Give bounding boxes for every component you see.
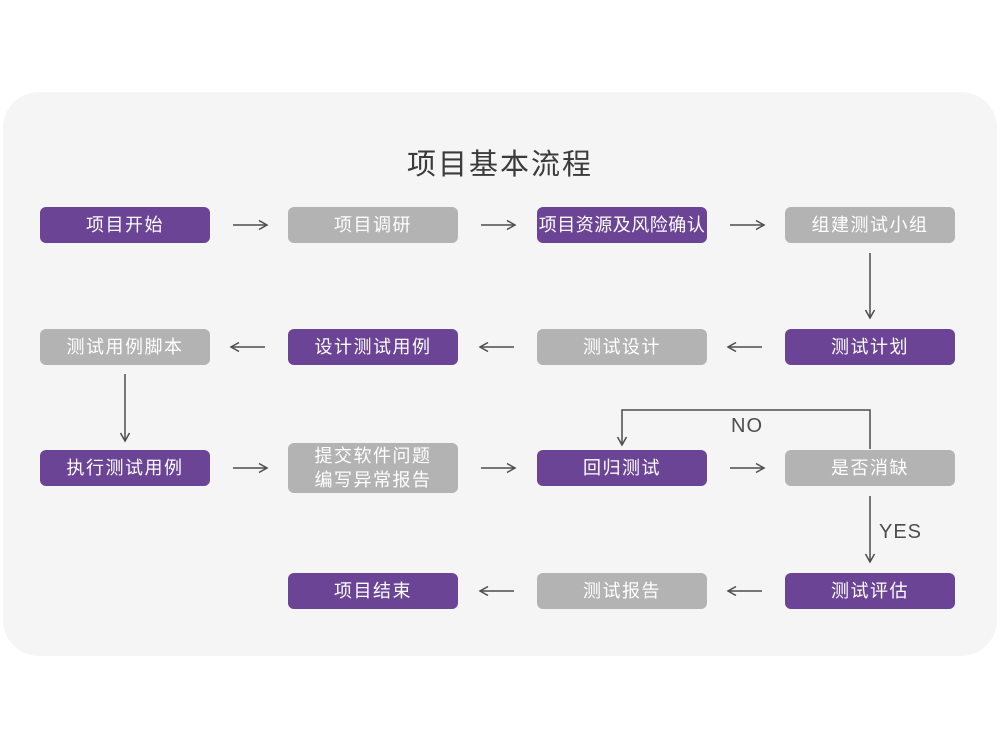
flow-node-project-end: 项目结束 [288,573,458,609]
node-label: 项目开始 [86,215,164,235]
flowchart-card [3,92,997,656]
flow-node-build-team: 组建测试小组 [785,207,955,243]
node-label: 项目资源及风险确认 [538,215,706,235]
node-label: 项目调研 [334,215,412,235]
flow-node-execute-cases: 执行测试用例 [40,450,210,486]
branch-label-no: NO [731,415,763,437]
node-label: 提交软件问题 [314,446,432,466]
flow-node-project-start: 项目开始 [40,207,210,243]
flow-node-submit-issues: 提交软件问题 编写异常报告 [288,443,458,493]
node-label: 组建测试小组 [811,215,929,235]
flow-node-test-evaluate: 测试评估 [785,573,955,609]
flow-node-design-cases: 设计测试用例 [288,329,458,365]
flow-node-test-plan: 测试计划 [785,329,955,365]
flow-node-case-script: 测试用例脚本 [40,329,210,365]
flow-node-regression-test: 回归测试 [537,450,707,486]
node-label: 测试评估 [831,581,909,601]
node-label: 回归测试 [583,458,661,478]
node-label: 测试设计 [583,337,661,357]
branch-label-yes: YES [879,521,923,543]
flow-node-defect-cleared: 是否消缺 [785,450,955,486]
flow-node-test-design: 测试设计 [537,329,707,365]
node-label-line2: 编写异常报告 [314,470,432,490]
node-label: 执行测试用例 [66,458,184,478]
flow-node-resource-risk: 项目资源及风险确认 [537,207,707,243]
node-label: 设计测试用例 [314,337,432,357]
node-label: 是否消缺 [831,458,909,478]
flow-node-test-report: 测试报告 [537,573,707,609]
flow-node-project-research: 项目调研 [288,207,458,243]
node-label: 测试计划 [831,337,909,357]
page-title: 项目基本流程 [406,149,593,181]
node-label: 测试报告 [583,581,661,601]
node-label: 测试用例脚本 [66,337,184,357]
node-label: 项目结束 [334,581,412,601]
